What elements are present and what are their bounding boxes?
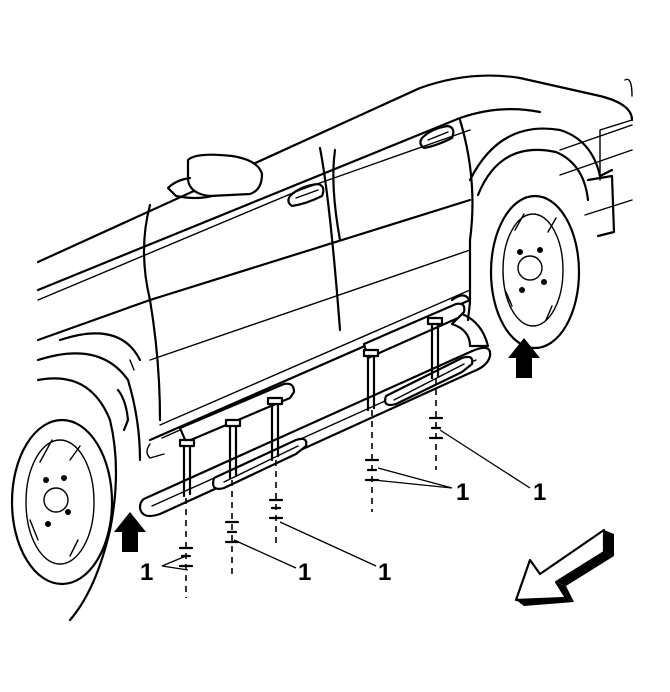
- callout-number: 1: [456, 479, 469, 506]
- up-arrow-icon: [114, 512, 146, 552]
- fasteners: [178, 378, 444, 598]
- callout-number: 1: [533, 479, 546, 506]
- callout-number: 1: [140, 559, 153, 586]
- mounting-brackets: [178, 316, 444, 498]
- side-mirror: [166, 153, 264, 200]
- door-handle-rear: [419, 124, 455, 150]
- callout-number: 1: [378, 559, 391, 586]
- truck-body: [36, 74, 634, 442]
- rear-wheel: [468, 127, 616, 350]
- direction-arrow-icon: [514, 528, 614, 606]
- leader-lines: [161, 429, 531, 571]
- door-handle-front: [287, 182, 325, 208]
- up-arrow-icon: [508, 338, 540, 378]
- callout-number: 1: [298, 559, 311, 586]
- front-wheel: [10, 332, 142, 622]
